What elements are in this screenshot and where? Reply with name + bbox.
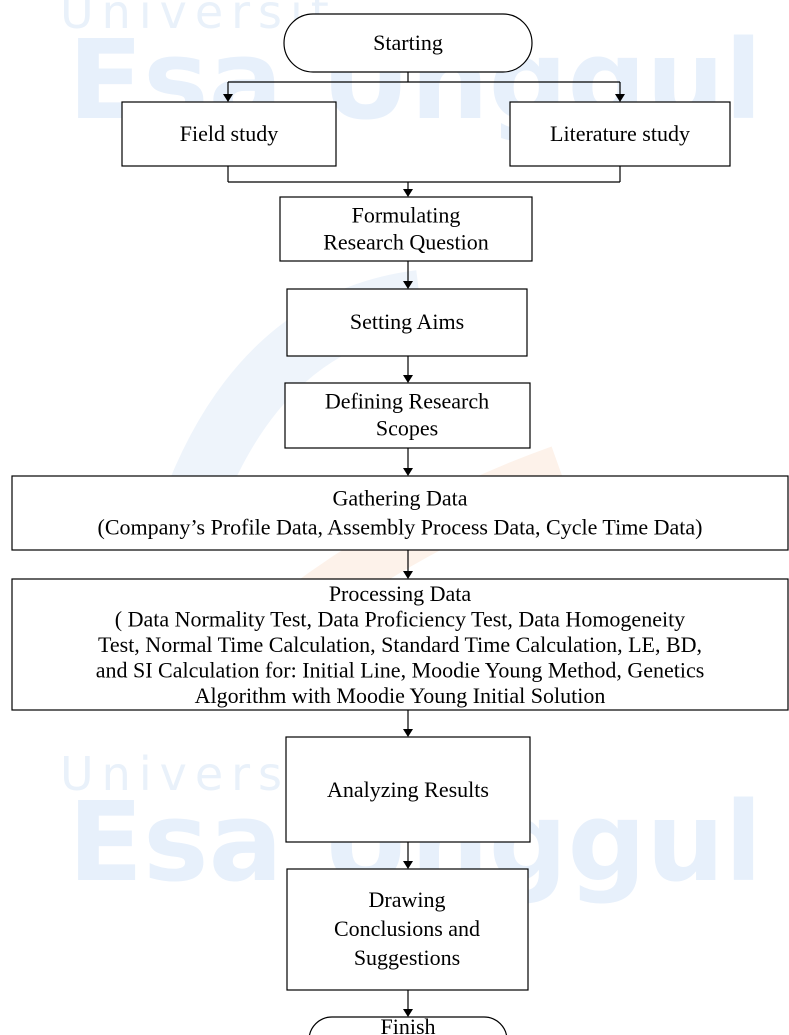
node-conclude-shape: [286, 868, 529, 991]
node-field-label: Field study: [180, 121, 278, 146]
node-process-shape: [11, 578, 789, 711]
node-process-line: and SI Calculation for: Initial Line, Mo…: [96, 658, 705, 683]
node-finish-label: Finish: [380, 1014, 435, 1035]
node-scopes-shape: [284, 382, 531, 449]
arrow-to-field: [223, 94, 233, 102]
node-gather-line: (Company’s Profile Data, Assembly Proces…: [98, 515, 703, 540]
node-finish-shape: [308, 1016, 508, 1035]
node-field-line: Field study: [180, 121, 278, 146]
watermark-bottom-small: Universit: [60, 747, 337, 801]
node-gather-shape: [11, 475, 789, 551]
node-process-line: Processing Data: [329, 581, 472, 606]
arrow-to-process: [403, 571, 413, 579]
node-start-line: Starting: [373, 30, 443, 55]
arrow-to-aims: [403, 281, 413, 289]
node-process-line: Test, Normal Time Calculation, Standard …: [98, 632, 702, 657]
node-question-line: Formulating: [352, 203, 461, 228]
node-literature-line: Literature study: [550, 121, 690, 146]
node-finish-line: Finish: [380, 1014, 435, 1035]
node-start-label: Starting: [373, 30, 443, 55]
node-literature-label: Literature study: [550, 121, 690, 146]
node-conclude-line: Conclusions and: [334, 916, 480, 941]
node-scopes-line: Defining Research: [325, 389, 489, 414]
node-process-label: Processing Data( Data Normality Test, Da…: [96, 581, 705, 708]
node-scopes-line: Scopes: [376, 416, 438, 441]
node-conclude-line: Suggestions: [354, 945, 460, 970]
node-field-shape: [121, 101, 337, 167]
node-aims-shape: [286, 288, 528, 357]
node-process-line: Algorithm with Moodie Young Initial Solu…: [195, 683, 606, 708]
connectors: [223, 72, 625, 1017]
arrow-to-scopes: [403, 375, 413, 383]
node-analyze-line: Analyzing Results: [327, 777, 489, 802]
arrow-to-question: [403, 189, 413, 197]
arrow-to-conclude: [403, 861, 413, 869]
arrow-to-finish: [403, 1009, 413, 1017]
node-conclude-line: Drawing: [369, 887, 446, 912]
nodes: Starting Field study Literature study Fo…: [11, 13, 789, 1035]
arrow-to-analyze: [403, 729, 413, 737]
watermark-top-small: Universit: [60, 0, 337, 39]
node-literature-shape: [509, 101, 731, 167]
node-question-line: Research Question: [323, 230, 489, 255]
arrow-to-gather: [403, 468, 413, 476]
arrow-to-literature: [615, 94, 625, 102]
node-gather-label: Gathering Data (Company’s Profile Data, A…: [98, 486, 703, 540]
node-analyze-shape: [285, 736, 531, 843]
node-aims-line: Setting Aims: [350, 309, 464, 334]
node-gather-line: Gathering Data: [333, 486, 468, 511]
node-process-line: ( Data Normality Test, Data Proficiency …: [115, 607, 685, 632]
node-analyze-label: Analyzing Results: [327, 777, 489, 802]
node-aims-label: Setting Aims: [350, 309, 464, 334]
node-start-shape: [283, 13, 533, 73]
node-question-shape: [279, 196, 533, 262]
